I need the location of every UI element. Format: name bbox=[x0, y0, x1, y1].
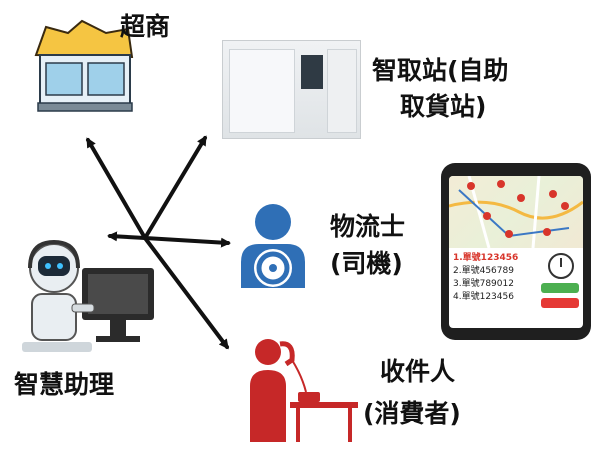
recipient-label-line1: 收件人 bbox=[380, 357, 456, 386]
courier-label-line1: 物流士 bbox=[330, 212, 406, 241]
kiosk-screen bbox=[301, 55, 323, 89]
order-item-2: 2.單號456789 bbox=[453, 266, 514, 276]
robot-assistant-icon bbox=[22, 239, 154, 352]
ai-assistant-label: 智慧助理 bbox=[14, 370, 115, 399]
arrow-to-store bbox=[86, 137, 147, 240]
delivery-phone: 1.單號123456 2.單號456789 3.單號789012 4.單號123… bbox=[441, 163, 591, 340]
order-item-3: 3.單號789012 bbox=[453, 279, 514, 289]
pickup-station-label-line2: 取貨站) bbox=[400, 92, 487, 121]
phone-screen: 1.單號123456 2.單號456789 3.單號789012 4.單號123… bbox=[449, 176, 583, 328]
arrow-to-assistant bbox=[107, 231, 147, 242]
store-icon bbox=[34, 19, 134, 112]
pickup-kiosk-image bbox=[222, 40, 361, 139]
arrow-to-courier bbox=[143, 236, 231, 248]
clock-hand bbox=[560, 258, 562, 267]
order-item-1: 1.單號123456 bbox=[453, 253, 519, 263]
arrow-to-recipient bbox=[143, 236, 229, 350]
kiosk-lockers bbox=[327, 49, 357, 133]
red-status-button bbox=[541, 298, 579, 308]
pickup-station-label-line1: 智取站(自助 bbox=[372, 56, 509, 85]
phone-map-icon bbox=[449, 176, 583, 249]
order-item-4: 4.單號123456 bbox=[453, 292, 514, 302]
green-status-button bbox=[541, 283, 579, 293]
convenience-store-label: 超商 bbox=[120, 12, 171, 41]
kiosk-panel bbox=[229, 49, 295, 133]
clock-icon bbox=[548, 253, 574, 279]
map-pins bbox=[449, 176, 583, 249]
arrow-to-kiosk bbox=[143, 135, 207, 240]
order-list: 1.單號123456 2.單號456789 3.單號789012 4.單號123… bbox=[453, 252, 579, 304]
recipient-label-line2: (消費者) bbox=[363, 399, 461, 428]
courier-label-line2: (司機) bbox=[330, 249, 403, 278]
driver-icon bbox=[241, 204, 305, 288]
recipient-phone-icon bbox=[250, 339, 358, 442]
